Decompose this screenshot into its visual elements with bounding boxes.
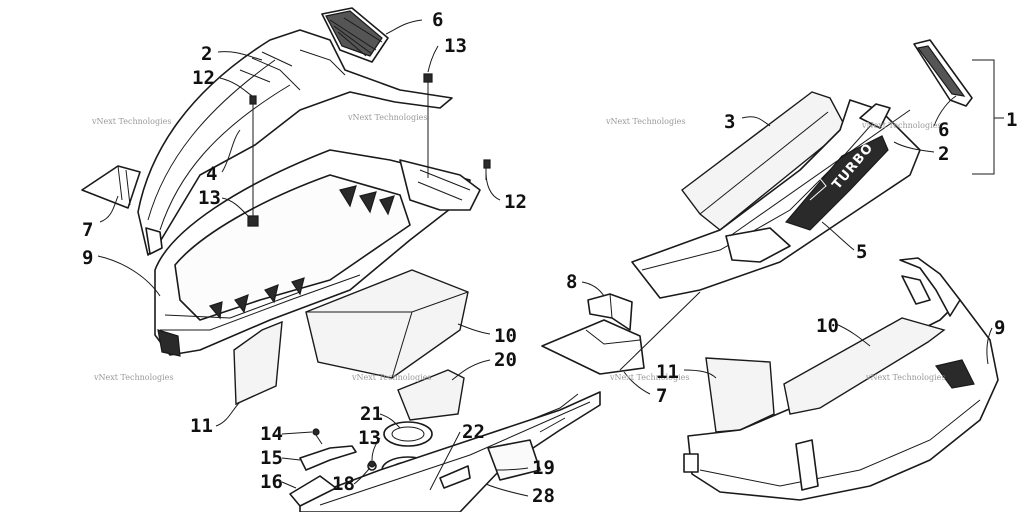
callout-12-top: 12 [192,67,215,89]
callout-5: 5 [856,241,867,263]
part-10-pad-right [783,317,946,415]
fastener-13-left-b [423,73,433,178]
part-15-bracket [299,445,357,471]
callout-2-right: 2 [938,143,949,165]
part-2-hood-right [631,99,921,299]
callout-9-right: 9 [994,317,1005,339]
svg-text:vNext Technologies: vNext Technologies [865,373,945,382]
callout-7-right: 7 [656,385,667,407]
watermark-8: vNext Technologies [865,373,945,382]
watermark-6: vNext Technologies [351,373,431,382]
callout-2-left: 2 [201,43,212,65]
watermark-7: vNext Technologies [609,373,689,382]
svg-text:vNext Technologies: vNext Technologies [351,373,431,382]
part-8-bracket [587,293,633,331]
part-6-vent-left [321,7,389,63]
part-9-frame-left [154,149,481,357]
fastener-13-left-c [368,460,376,468]
part-7-plate-right [541,319,645,375]
callout-15: 15 [260,447,283,469]
callout-3: 3 [724,111,735,133]
callout-1: 1 [1006,109,1017,131]
callout-16: 16 [260,471,283,493]
part-14-bolt [312,428,323,445]
callout-6-right: 6 [938,119,949,141]
part-20-plate [397,369,465,421]
callout-10-right: 10 [816,315,839,337]
callout-12-right: 12 [504,191,527,213]
svg-text:vNext Technologies: vNext Technologies [93,373,173,382]
callout-4: 4 [206,163,217,185]
fastener-12-left-a [249,95,257,216]
callout-10-left: 10 [494,325,517,347]
fastener-12-left-b [483,159,491,180]
callout-7-left: 7 [82,219,93,241]
callout-11-right: 11 [656,361,679,383]
svg-text:vNext Technologies: vNext Technologies [609,373,689,382]
svg-text:vNext Technologies: vNext Technologies [861,121,941,130]
part-10-pad-left [305,269,469,379]
part-21-gasket [383,421,433,447]
svg-text:vNext Technologies: vNext Technologies [605,117,685,126]
callout-28: 28 [532,485,555,507]
callout-21: 21 [360,403,383,425]
svg-text:vNext Technologies: vNext Technologies [91,117,171,126]
callout-13-top: 13 [444,35,467,57]
callout-9-left: 9 [82,247,93,269]
callout-13-low: 13 [358,427,381,449]
watermark-1: vNext Technologies [91,117,171,126]
fastener-13-left-a [247,215,259,227]
part-11-pad-left [233,320,283,406]
watermark-4: vNext Technologies [861,121,941,130]
callout-8: 8 [566,271,577,293]
svg-text:vNext Technologies: vNext Technologies [347,113,427,122]
part-7-side-left [81,165,141,209]
callout-20: 20 [494,349,517,371]
watermark-5: vNext Technologies [93,373,173,382]
callout-22: 22 [462,421,485,443]
callout-19: 19 [532,457,555,479]
callout-13-mid: 13 [198,187,221,209]
part-16-bracket [289,475,337,507]
part-2-hood-left [137,29,453,256]
callout-18: 18 [332,473,355,495]
callout-11-left: 11 [190,415,213,437]
callout-14: 14 [260,423,283,445]
watermark-2: vNext Technologies [347,113,427,122]
part-6-vent-right [913,39,973,107]
callout-6-left: 6 [432,9,443,31]
part-9-frame-right [683,257,999,501]
watermark-3: vNext Technologies [605,117,685,126]
